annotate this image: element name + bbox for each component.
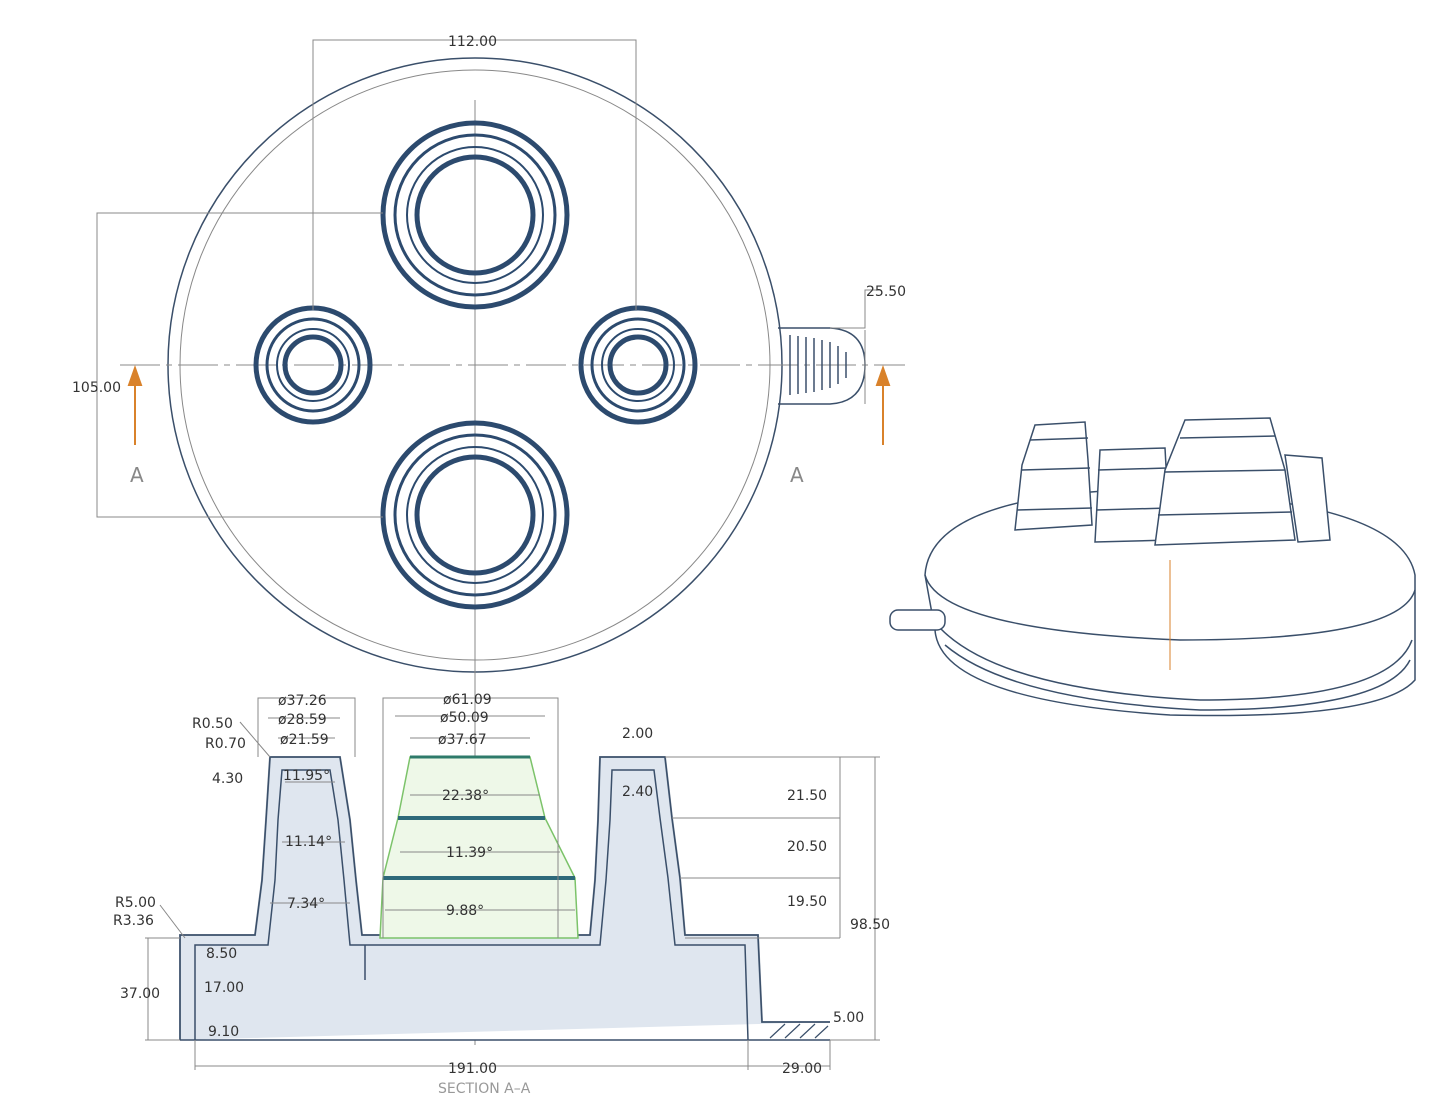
dim-width: 191.00	[448, 1061, 497, 1077]
dim-small-angle-top: 11.95°	[283, 768, 330, 784]
section-title: SECTION A–A	[438, 1081, 531, 1097]
dim-r2: R0.70	[205, 736, 246, 752]
dim-small-d-outer: ø37.26	[278, 693, 327, 709]
dim-h1: 8.50	[206, 946, 237, 962]
dim-height: 105.00	[72, 380, 121, 396]
dim-flange-width: 29.00	[782, 1061, 822, 1077]
dim-total-height: 98.50	[850, 917, 890, 933]
flange-hatch	[769, 1023, 829, 1039]
dim-small-angle-bottom: 7.34°	[287, 896, 325, 912]
pull-tab	[778, 327, 866, 405]
dim-small-angle-mid: 11.14°	[285, 834, 332, 850]
large-boss-section	[379, 755, 579, 939]
boss-right	[578, 305, 698, 425]
dim-h3: 9.10	[208, 1024, 239, 1040]
boss-bottom	[380, 420, 570, 610]
dim-small-d-inner: ø21.59	[280, 732, 329, 748]
dim-top-thk: 2.00	[622, 726, 653, 742]
dim-small-d-mid: ø28.59	[278, 712, 327, 728]
section-arrow-left-icon	[127, 364, 143, 445]
dim-r-inner: R3.36	[113, 913, 154, 929]
dim-h-top: 4.30	[212, 771, 243, 787]
dim-step3: 19.50	[787, 894, 827, 910]
dim-tab: 25.50	[866, 284, 906, 300]
dim-flange-height: 5.00	[833, 1010, 864, 1026]
dim-h2: 17.00	[204, 980, 244, 996]
top-view: 112.00 105.00 25.50 A A	[72, 34, 906, 1045]
dim-r1: R0.50	[192, 716, 233, 732]
dim-h-total: 37.00	[120, 986, 160, 1002]
section-mark-left: A	[130, 463, 144, 487]
section-view: ø37.26 ø28.59 ø21.59 R0.50 R0.70 4.30 11…	[113, 692, 890, 1097]
dim-large-d-outer: ø61.09	[443, 692, 492, 708]
dim-r-outer: R5.00	[115, 895, 156, 911]
section-arrow-right-icon	[875, 364, 891, 445]
isometric-view	[889, 417, 1416, 717]
dim-step1: 21.50	[787, 788, 827, 804]
dim-wall: 2.40	[622, 784, 653, 800]
dim-large-angle-top: 22.38°	[442, 788, 489, 804]
dim-large-d-mid: ø50.09	[440, 710, 489, 726]
dim-large-d-inner: ø37.67	[438, 732, 487, 748]
dim-large-angle-mid: 11.39°	[446, 845, 493, 861]
dim-width: 112.00	[448, 34, 497, 50]
dim-large-angle-bottom: 9.88°	[446, 903, 484, 919]
boss-top	[380, 120, 570, 310]
section-mark-right: A	[790, 463, 804, 487]
dim-step2: 20.50	[787, 839, 827, 855]
